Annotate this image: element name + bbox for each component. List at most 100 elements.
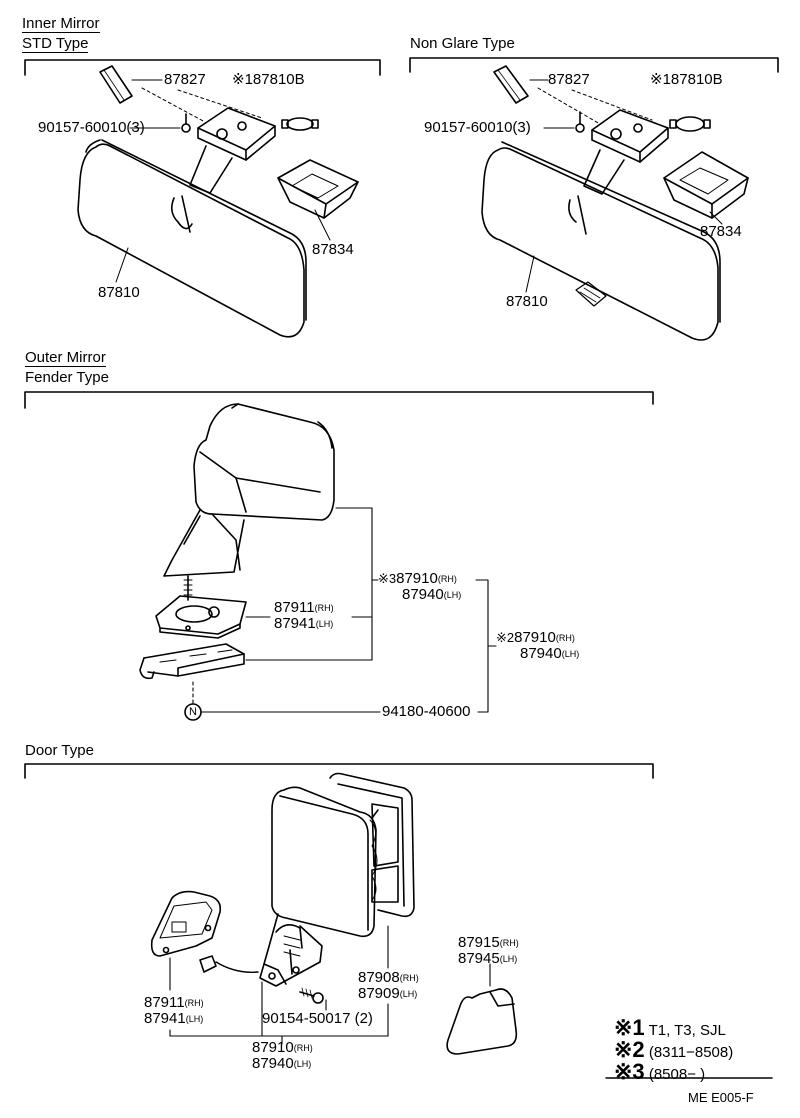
fender-part-assy-b: ※287910(RH) 87940(LH): [496, 630, 579, 662]
ng-part-cover: 87827: [548, 71, 590, 88]
section-bracket-non-glare: [409, 57, 779, 73]
std-part-mirror: 87810: [98, 284, 140, 301]
ng-bulb: [669, 116, 711, 132]
fender-assy-a-rh: 87910: [396, 570, 438, 587]
fender-part-nut: 94180-40600: [382, 703, 471, 720]
side-tag-lh: (LH): [561, 649, 580, 659]
side-tag-rh: (RH): [399, 973, 419, 983]
side-tag-lh: (LH): [293, 1059, 312, 1069]
std-bulb: [281, 117, 319, 131]
fender-assy-b-mark: ※2: [496, 630, 515, 645]
ng-leader-dashes: [537, 87, 653, 125]
ng-map-lamp-cover: [493, 65, 529, 104]
door-mirror-frame: [329, 772, 415, 918]
section-bracket-fender: [24, 391, 654, 409]
fender-base-gasket: [155, 595, 247, 639]
door-part-glass: 87908(RH) 87909(LH): [358, 970, 419, 1002]
side-tag-rh: (RH): [184, 998, 204, 1008]
door-mirror-stay: [259, 913, 323, 987]
std-part-cover: 87827: [164, 71, 206, 88]
fender-nut-symbol: N: [189, 706, 197, 718]
ng-leaders: [525, 79, 723, 293]
door-base-rh: 87911: [144, 994, 185, 1011]
door-screw: [299, 987, 324, 1004]
fender-mirror-head: [193, 403, 335, 521]
heading-non-glare-type: Non Glare Type: [410, 35, 515, 52]
ng-part-mirror: 87810: [506, 293, 548, 310]
door-base-lh: 87941: [144, 1010, 186, 1027]
note-text-3: (8508− ): [648, 1066, 706, 1083]
door-cover-rh: 87915: [458, 934, 500, 951]
ng-bracket-base: [583, 109, 669, 195]
door-glass-rh: 87908: [358, 969, 400, 986]
side-tag-rh: (RH): [499, 938, 519, 948]
std-leader-dashes: [141, 87, 263, 123]
note-row-2: ※2 (8311−8508): [614, 1037, 734, 1062]
fender-assy-b-lh: 87940: [520, 645, 562, 662]
heading-outer-mirror: Outer Mirror: [25, 349, 106, 367]
door-assy-rh: 87910: [252, 1039, 294, 1056]
side-tag-rh: (RH): [555, 633, 575, 643]
note-mark-2: ※2: [614, 1037, 645, 1062]
ng-part-housing: 87834: [700, 223, 742, 240]
fender-base-rh: 87911: [274, 599, 315, 616]
std-lamp-housing: [277, 159, 359, 219]
heading-door-type: Door Type: [25, 742, 94, 759]
notes-legend: ※1 T1, T3, SJL ※2 (8311−8508) ※3 (8508− …: [614, 1015, 734, 1084]
door-assy-lh: 87940: [252, 1055, 294, 1072]
fender-part-assy-a: ※387910(RH) 87940(LH): [378, 571, 461, 603]
door-glass-lh: 87909: [358, 985, 400, 1002]
heading-fender-type: Fender Type: [25, 369, 109, 386]
side-tag-rh: (RH): [314, 603, 334, 613]
fender-base-lh: 87941: [274, 615, 316, 632]
fender-base-cover: [139, 643, 245, 680]
note-mark-3: ※3: [614, 1059, 645, 1084]
ng-screw: [575, 111, 585, 133]
std-mirror-body: [77, 139, 307, 338]
note-row-3: ※3 (8508− ): [614, 1059, 733, 1084]
fender-part-base: 87911(RH) 87941(LH): [274, 600, 334, 632]
std-part-screw: 90157-60010(3): [38, 119, 145, 136]
section-bracket-std: [24, 59, 381, 76]
fender-assy-a-lh: 87940: [402, 586, 444, 603]
side-tag-lh: (LH): [315, 619, 334, 629]
fender-mirror-stay: [163, 509, 245, 577]
note-text-2: (8311−8508): [648, 1044, 734, 1061]
ng-lamp-housing: [663, 151, 749, 219]
note-row-1: ※1 T1, T3, SJL: [614, 1015, 733, 1040]
door-leaders: [169, 925, 491, 1045]
std-leaders: [115, 79, 331, 283]
side-tag-rh: (RH): [437, 574, 457, 584]
ng-part-screw: 90157-60010(3): [424, 119, 531, 136]
door-part-screw: 90154-50017 (2): [262, 1011, 373, 1027]
door-part-base: 87911(RH) 87941(LH): [144, 995, 204, 1027]
document-code: ME E005-F: [688, 1090, 754, 1105]
side-tag-lh: (LH): [399, 989, 418, 999]
std-part-bulb: ※187810B: [232, 71, 305, 88]
door-screw-number: 90154-50017: [262, 1010, 351, 1027]
std-map-lamp-cover: [99, 65, 133, 104]
door-cover: [446, 988, 518, 1055]
door-cover-lh: 87945: [458, 950, 500, 967]
note-text-1: T1, T3, SJL: [648, 1022, 726, 1039]
side-tag-lh: (LH): [499, 954, 518, 964]
side-tag-lh: (LH): [443, 590, 462, 600]
std-part-housing: 87834: [312, 241, 354, 258]
door-connector: [199, 955, 259, 973]
std-screw: [181, 113, 191, 133]
section-bracket-door: [24, 763, 654, 779]
door-screw-qty: (2): [354, 1010, 373, 1027]
door-mirror-head: [271, 786, 379, 938]
fender-assy-b-rh: 87910: [514, 629, 556, 646]
note-mark-1: ※1: [614, 1015, 645, 1040]
fender-leaders: [192, 507, 497, 713]
door-base-plate: [150, 890, 222, 957]
heading-inner-mirror: Inner Mirror: [22, 15, 100, 33]
heading-std-type: STD Type: [22, 35, 89, 53]
side-tag-lh: (LH): [185, 1014, 204, 1024]
fender-assy-a-mark: ※3: [378, 571, 397, 586]
ng-part-bulb: ※187810B: [650, 71, 723, 88]
side-tag-rh: (RH): [293, 1043, 313, 1053]
